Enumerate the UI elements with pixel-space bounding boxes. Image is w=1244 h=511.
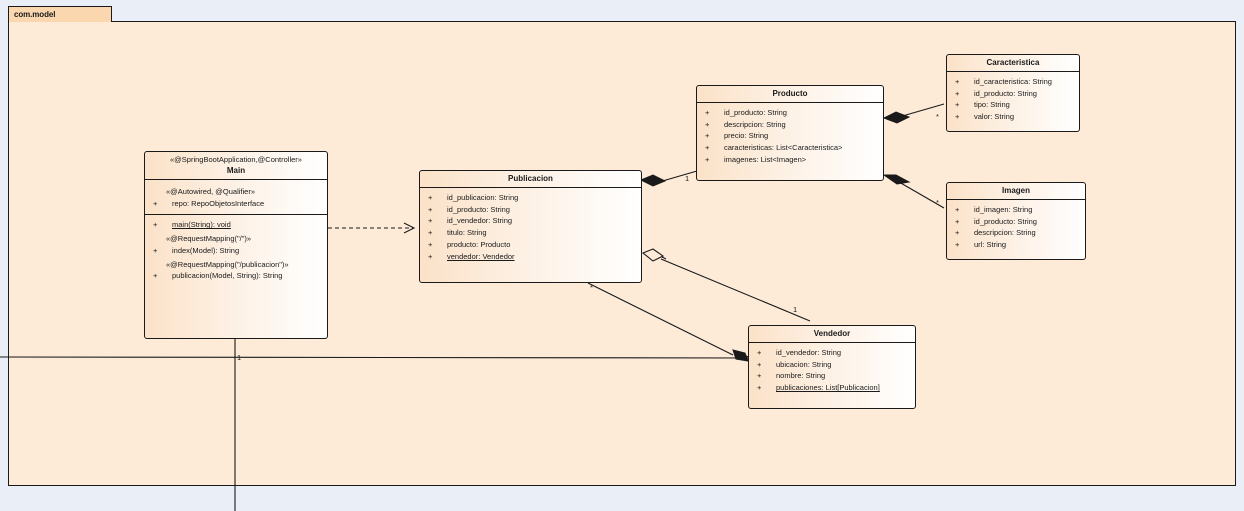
class-member: +id_caracteristica: String [955, 77, 1052, 86]
class-member: +nombre: String [757, 371, 826, 381]
class-member: «@RequestMapping("/publicacion")» [166, 259, 289, 269]
class-member: +titulo: String [428, 228, 487, 238]
class-member: +caracteristicas: List<Caracteristica> [705, 143, 843, 153]
class-member: +id_publicacion: String [428, 193, 519, 202]
class-member: +id_imagen: String [955, 205, 1033, 214]
class-member: +id_producto: String [428, 204, 510, 214]
class-member: +ubicacion: String [757, 359, 832, 369]
class-attributes-vendedor: +id_vendedor: String +ubicacion: String … [749, 343, 915, 399]
class-attributes-publicacion: +id_publicacion: String +id_producto: St… [420, 188, 641, 267]
class-member: +id_producto: String [955, 88, 1037, 98]
class-member: +id_producto: String [955, 216, 1037, 226]
class-member: +index(Model): String [153, 245, 240, 255]
class-box-imagen[interactable]: Imagen +id_imagen: String +id_producto: … [946, 182, 1086, 260]
class-stereotype-main: «@SpringBootApplication,@Controller» [170, 155, 302, 164]
class-header-vendedor: Vendedor [749, 326, 915, 343]
multiplicity-main-down: 1 [237, 353, 242, 362]
class-box-producto[interactable]: Producto +id_producto: String +descripci… [696, 85, 884, 181]
class-header-producto: Producto [697, 86, 883, 103]
class-box-vendedor[interactable]: Vendedor +id_vendedor: String +ubicacion… [748, 325, 916, 409]
class-member: +publicacion(Model, String): String [153, 271, 283, 281]
class-header-publicacion: Publicacion [420, 171, 641, 188]
class-member: +main(String): void [153, 220, 231, 230]
class-name-caracteristica: Caracteristica [986, 58, 1040, 67]
class-member: +descripcion: String [705, 119, 786, 129]
class-box-caracteristica[interactable]: Caracteristica +id_caracteristica: Strin… [946, 54, 1080, 132]
class-attributes-caracteristica: +id_caracteristica: String +id_producto:… [947, 72, 1079, 128]
class-box-main[interactable]: «@SpringBootApplication,@Controller» Mai… [144, 151, 328, 339]
multiplicity-publicacion-vendedor: 1 [793, 305, 798, 314]
multiplicity-producto-caracteristica: * [936, 112, 939, 121]
multiplicity-vendedor-publicacion: * [590, 283, 593, 292]
class-member: +id_vendedor: String [428, 216, 513, 226]
class-methods-main: +main(String): void «@RequestMapping("/"… [145, 214, 327, 287]
class-member: +url: String [955, 240, 1007, 250]
class-member: «@Autowired, @Qualifier» [166, 187, 256, 196]
class-member: +valor: String [955, 112, 1015, 122]
class-header-caracteristica: Caracteristica [947, 55, 1079, 72]
class-attributes-imagen: +id_imagen: String +id_producto: String … [947, 200, 1085, 256]
multiplicity-publicacion-producto: 1 [685, 174, 690, 183]
class-header-main: «@SpringBootApplication,@Controller» Mai… [145, 152, 327, 180]
class-member: «@RequestMapping("/")» [166, 234, 252, 244]
class-attributes-main: «@Autowired, @Qualifier» +repo: RepoObje… [145, 180, 327, 214]
class-member: +publicaciones: List[Publicacion] [757, 383, 880, 393]
class-member: +vendedor: Vendedor [428, 251, 515, 261]
class-member: +producto: Producto [428, 239, 511, 249]
class-member: +repo: RepoObjetosInterface [153, 198, 265, 208]
class-attributes-producto: +id_producto: String +descripcion: Strin… [697, 103, 883, 171]
class-header-imagen: Imagen [947, 183, 1085, 200]
package-tab-label: com.model [8, 6, 112, 22]
class-member: +imagenes: List<Imagen> [705, 154, 807, 164]
class-name-publicacion: Publicacion [508, 174, 553, 183]
class-member: +tipo: String [955, 100, 1010, 110]
multiplicity-producto-imagen: * [936, 198, 939, 207]
class-name-main: Main [226, 166, 246, 175]
class-name-producto: Producto [772, 89, 808, 98]
class-member: +id_vendedor: String [757, 348, 842, 357]
class-member: +id_producto: String [705, 108, 787, 117]
class-box-publicacion[interactable]: Publicacion +id_publicacion: String +id_… [419, 170, 642, 283]
class-member: +descripcion: String [955, 228, 1036, 238]
class-name-vendedor: Vendedor [813, 329, 851, 338]
class-name-imagen: Imagen [1001, 186, 1030, 195]
class-member: +precio: String [705, 131, 769, 141]
